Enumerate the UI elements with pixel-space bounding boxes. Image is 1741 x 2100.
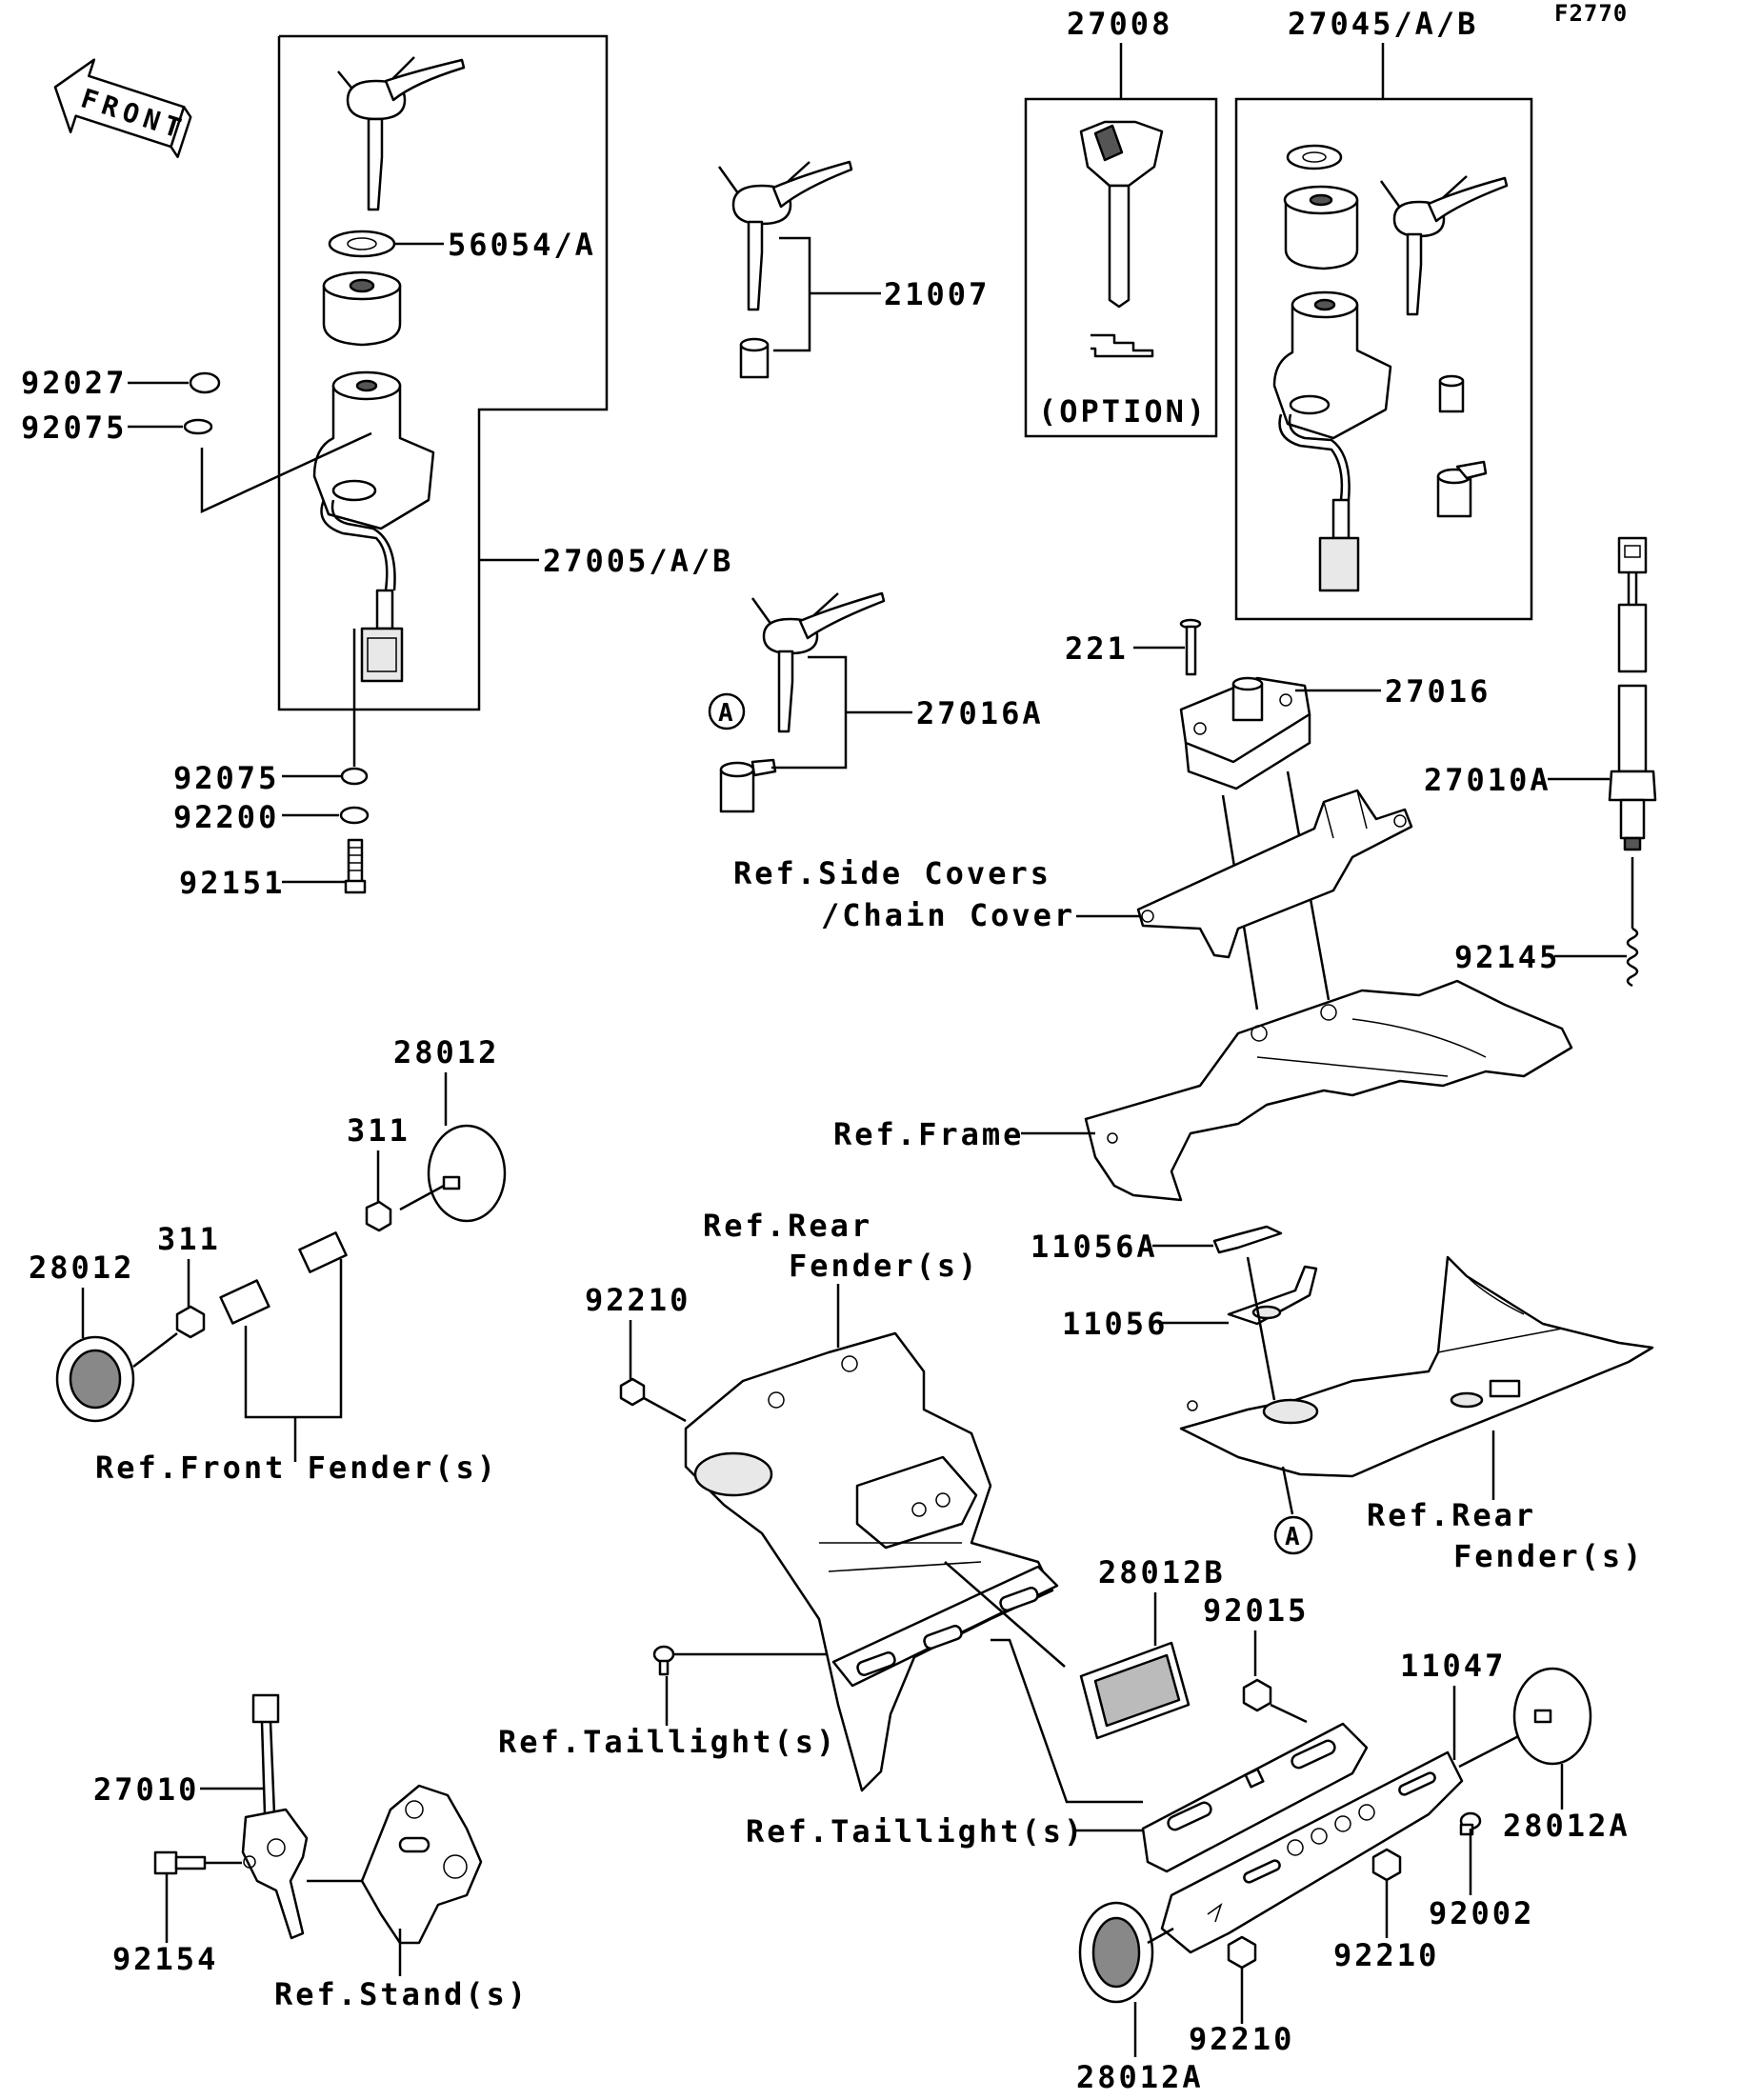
label-27010A: 27010A bbox=[1424, 762, 1551, 798]
reflector-28012-top-icon bbox=[427, 1124, 507, 1223]
switch-27010A-icon bbox=[1608, 536, 1657, 851]
label-27010: 27010 bbox=[93, 1771, 199, 1808]
label-28012A-bottom: 28012A bbox=[1076, 2059, 1204, 2095]
washer-92200-icon bbox=[339, 806, 370, 825]
reflector-28012B-icon bbox=[1079, 1641, 1191, 1740]
callout-a-bottom bbox=[1273, 1515, 1313, 1555]
stand-bracket-icon bbox=[360, 1784, 483, 1945]
callout-a-top-label: A bbox=[718, 699, 733, 728]
diagram-code: F2770 bbox=[1554, 0, 1628, 27]
group-box-27045 bbox=[1234, 97, 1533, 621]
label-56054: 56054/A bbox=[448, 227, 596, 263]
label-27005: 27005/A/B bbox=[543, 543, 733, 579]
license-bracket-11047-icon bbox=[1141, 1722, 1464, 1954]
ref-rear-fender-1-line1: Ref.Rear bbox=[703, 1208, 872, 1244]
ref-stands: Ref.Stand(s) bbox=[274, 1976, 529, 2012]
label-92075-bottom: 92075 bbox=[173, 760, 279, 796]
option-label: (OPTION) bbox=[1038, 393, 1208, 430]
label-221: 221 bbox=[1065, 630, 1129, 667]
label-28012A-right: 28012A bbox=[1503, 1808, 1631, 1844]
ref-front-fender: Ref.Front Fender(s) bbox=[95, 1450, 498, 1486]
key-27016A-icon bbox=[750, 591, 886, 733]
label-311-top: 311 bbox=[347, 1112, 410, 1149]
washer-92075-bottom-icon bbox=[340, 767, 369, 786]
label-27016: 27016 bbox=[1385, 673, 1491, 710]
group-outline-27005 bbox=[277, 34, 609, 711]
rear-fender-inner-icon bbox=[1179, 1255, 1654, 1478]
nut-92015-icon bbox=[1242, 1678, 1272, 1712]
key-21007-icon bbox=[717, 160, 853, 311]
nut-311-top-icon bbox=[365, 1200, 392, 1232]
rear-fender-icon bbox=[684, 1331, 1059, 1792]
ref-rear-fender-1-line2: Fender(s) bbox=[789, 1248, 979, 1284]
label-92015: 92015 bbox=[1203, 1592, 1309, 1629]
spacer-icon bbox=[219, 1231, 348, 1325]
reflector-28012-left-icon bbox=[55, 1335, 135, 1423]
label-28012-left: 28012 bbox=[29, 1250, 134, 1286]
label-11056A: 11056A bbox=[1031, 1229, 1158, 1265]
side-stand-switch-27010-icon bbox=[241, 1693, 309, 1940]
label-92075-top: 92075 bbox=[21, 410, 127, 446]
callout-a-bottom-label: A bbox=[1285, 1523, 1300, 1551]
label-92210-b: 92210 bbox=[1333, 1937, 1439, 1973]
bracket-11056-icon bbox=[1227, 1265, 1318, 1326]
washer-56054-icon bbox=[328, 230, 396, 258]
label-27016A: 27016A bbox=[916, 695, 1044, 731]
clip-11056A-icon bbox=[1212, 1225, 1283, 1254]
ref-side-covers-line1: Ref.Side Covers bbox=[733, 855, 1051, 891]
label-27008: 27008 bbox=[1067, 6, 1172, 42]
screw-221-icon bbox=[1179, 618, 1202, 676]
label-92200: 92200 bbox=[173, 799, 279, 835]
ref-taillight-2: Ref.Taillight(s) bbox=[746, 1813, 1085, 1850]
lock-barrel-21007-icon bbox=[739, 337, 770, 379]
label-28012-top: 28012 bbox=[393, 1034, 499, 1070]
ignition-switch-27045-icon bbox=[1272, 290, 1392, 592]
bolt-92151-icon bbox=[344, 838, 367, 894]
front-arrow-icon: FRONT bbox=[53, 58, 192, 159]
blank-key-27008-icon bbox=[1079, 120, 1164, 309]
ref-rear-fender-2-line1: Ref.Rear bbox=[1367, 1497, 1536, 1533]
label-92151: 92151 bbox=[179, 865, 285, 901]
label-21007: 21007 bbox=[884, 276, 990, 312]
washer-92075-top-icon bbox=[183, 418, 213, 435]
bolt-taillight-icon bbox=[652, 1645, 675, 1676]
key-cut-icon bbox=[1091, 333, 1154, 358]
reflector-28012A-right-icon bbox=[1512, 1667, 1592, 1766]
bolt-92154-icon bbox=[153, 1850, 207, 1875]
frame-icon bbox=[1084, 979, 1573, 1202]
label-92154: 92154 bbox=[112, 1941, 218, 1977]
label-28012B: 28012B bbox=[1098, 1554, 1226, 1590]
seat-lock-27045-icon bbox=[1436, 460, 1488, 518]
label-311-left: 311 bbox=[157, 1221, 221, 1257]
nut-92210-a-icon bbox=[619, 1377, 646, 1407]
ref-side-covers-line2: /Chain Cover bbox=[821, 897, 1075, 933]
side-cover-bracket-icon bbox=[1136, 789, 1413, 959]
label-11056: 11056 bbox=[1062, 1306, 1168, 1342]
label-27045: 27045/A/B bbox=[1288, 6, 1478, 42]
ref-rear-fender-2-line2: Fender(s) bbox=[1453, 1538, 1644, 1574]
callout-a-top bbox=[708, 692, 746, 730]
spring-92145-icon bbox=[1626, 927, 1639, 988]
ref-frame: Ref.Frame bbox=[833, 1116, 1024, 1152]
key-icon bbox=[337, 56, 466, 211]
seat-lock-bracket-27016-icon bbox=[1179, 676, 1311, 790]
reflector-28012A-bottom-icon bbox=[1078, 1901, 1154, 2004]
label-11047: 11047 bbox=[1400, 1648, 1506, 1684]
label-92002: 92002 bbox=[1429, 1895, 1534, 1931]
nut-311-left-icon bbox=[175, 1305, 206, 1339]
option-box-27008 bbox=[1024, 97, 1218, 438]
ref-taillight-1: Ref.Taillight(s) bbox=[498, 1724, 837, 1760]
label-92210-a: 92210 bbox=[585, 1282, 690, 1318]
nut-92210-b-icon bbox=[1371, 1848, 1402, 1882]
label-92027: 92027 bbox=[21, 365, 127, 401]
seat-lock-27016A-icon bbox=[719, 758, 777, 813]
key-27045-icon bbox=[1379, 175, 1509, 316]
nut-92210-c-icon bbox=[1227, 1935, 1257, 1970]
lock-cylinder-cap-icon bbox=[322, 270, 402, 347]
ignition-switch-icon bbox=[312, 370, 435, 683]
label-92210-c: 92210 bbox=[1189, 2021, 1294, 2057]
grommet-92027-icon bbox=[189, 371, 221, 394]
label-92145: 92145 bbox=[1454, 939, 1560, 975]
